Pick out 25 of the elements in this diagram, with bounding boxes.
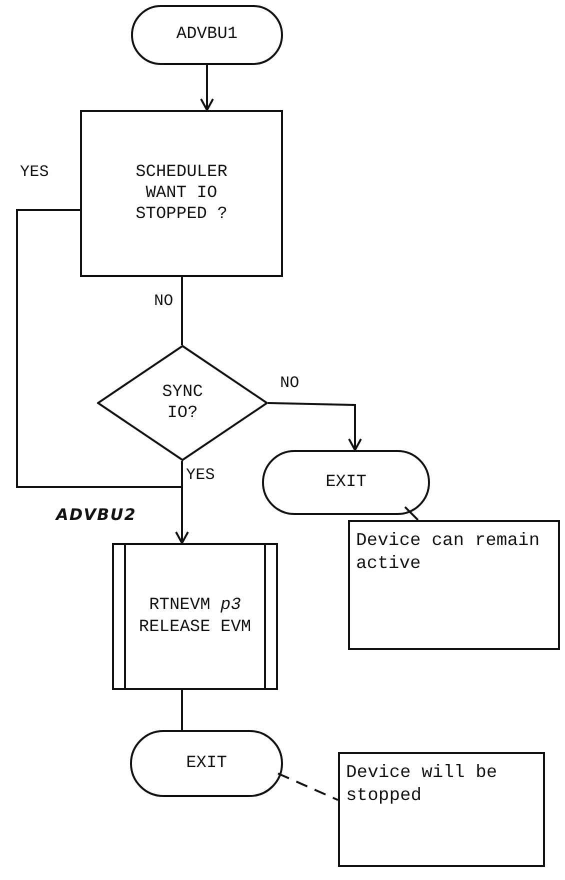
node-caption: ADVBU2 (56, 505, 136, 524)
arrow (16, 209, 189, 544)
annotation-box (348, 520, 560, 650)
node-label: SYNC IO? (161, 382, 204, 424)
leader-line (278, 772, 338, 801)
exit-terminal (262, 450, 430, 515)
node-label: RTNEVM p3 (148, 595, 242, 616)
start-terminal (131, 5, 283, 65)
connector-line (181, 690, 183, 730)
node-label: SCHEDULER WANT IO STOPPED ? (134, 162, 228, 226)
predefined-process-box (112, 543, 278, 690)
decision-box (80, 110, 283, 277)
node-label: RELEASE EVM (138, 616, 252, 638)
arrow (268, 402, 362, 451)
exit-terminal (130, 730, 283, 797)
leader-line (404, 506, 419, 521)
connector-line (181, 277, 183, 345)
node-label: ADVBU1 (176, 24, 238, 46)
node-label: EXIT (326, 472, 366, 494)
decision-diamond (97, 345, 268, 461)
node-label: Device can remain active (356, 530, 541, 575)
annotation-box (338, 752, 545, 867)
node-label: EXIT (186, 752, 227, 774)
arrow (200, 65, 214, 111)
node-label: Device will be stopped (346, 762, 498, 807)
